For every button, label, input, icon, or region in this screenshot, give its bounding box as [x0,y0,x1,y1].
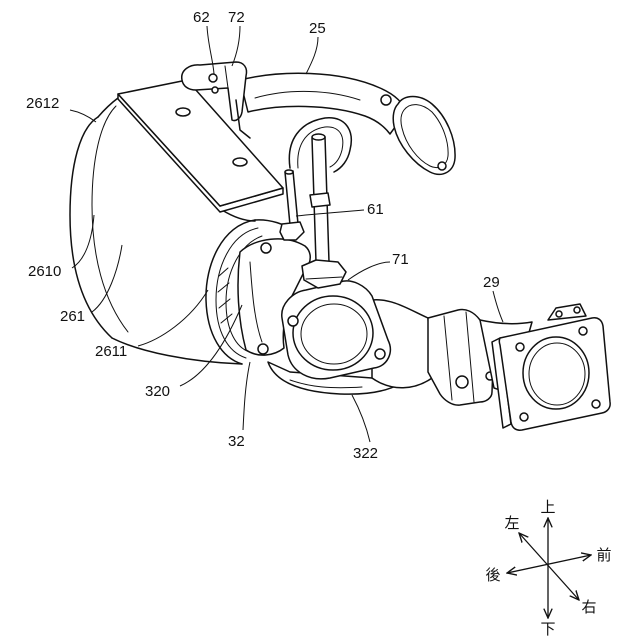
cylinder-top-edge-right [222,210,255,221]
inlet-opening-outer [293,296,373,370]
ref-numeral-71: 71 [392,251,409,268]
flange-sensor-bracket [548,304,586,320]
direction-front-label: 前 [596,546,611,564]
square-flange [492,304,610,430]
sensor-short-rod [285,171,298,225]
cylinder-end-cap-seam [92,106,128,332]
square-flange-opening [523,337,589,409]
rear-front-arrow [507,555,591,573]
plate-hole-upper [176,108,190,116]
square-flange-bolt-tl [516,343,524,351]
flange-sensor-bolt-left [556,311,562,317]
plate-hole-lower [233,158,247,166]
ref-numeral-320: 320 [145,383,170,400]
leader-29 [493,291,503,322]
ref-numeral-29: 29 [483,274,500,291]
leader-71 [348,262,390,280]
leader-32 [243,362,250,430]
pipe-25 [240,73,406,134]
square-flange-bolt-bl [520,413,528,421]
cylinder-left-end-outline [70,117,112,338]
square-flange-bolt-br [592,400,600,408]
sensor-short [280,170,304,240]
bracket-bolt-upper [209,74,217,82]
square-flange-bolt-tr [579,327,587,335]
leader-2611 [138,290,208,346]
ref-numeral-62: 62 [193,9,210,26]
direction-right-label: 右 [581,598,596,616]
ref-numeral-25: 25 [309,20,326,37]
leader-61 [296,210,364,216]
end-flange-bolt [438,162,446,170]
ref-numeral-2610: 2610 [28,263,61,280]
leader-2612 [70,110,96,122]
left-right-arrow [519,533,579,600]
clamp-bolt [456,376,468,388]
sensor-long-cap [312,134,325,140]
ref-numeral-2611: 2611 [95,343,127,360]
leader-320 [180,305,242,386]
pipe-25-end-flange [393,97,455,175]
sensor-long-collar [310,193,330,207]
flange-sensor-bolt-right [574,307,580,313]
pipe-25-body [240,73,406,134]
leader-322 [352,395,370,442]
ref-numeral-61: 61 [367,201,384,218]
direction-up-label: 上 [540,498,555,516]
leader-25 [306,37,318,74]
ref-numeral-72: 72 [228,9,245,26]
ref-numeral-32: 32 [228,433,245,450]
leader-72 [232,26,240,66]
inlet-flange [282,281,391,379]
sensor-short-cap [285,170,293,174]
inlet-flange-bolt-right [375,349,385,359]
sensor-long-hex-nut [302,260,346,288]
ref-numeral-2612: 2612 [26,95,59,112]
inlet-flange-bolt-left [288,316,298,326]
pipe-25-bolt [381,95,391,105]
housing-bolt-top [261,243,271,253]
sensor-short-hex [280,222,304,240]
direction-rear-label: 後 [485,566,500,584]
bracket-bolt-lower [212,87,218,93]
ref-numeral-322: 322 [353,445,378,462]
direction-indicator: 上 下 前 後 左 右 [485,498,611,638]
ref-numeral-261: 261 [60,308,85,325]
leader-2610 [72,215,94,268]
direction-down-label: 下 [540,620,555,638]
housing-bolt-bottom [258,344,268,354]
direction-left-label: 左 [504,514,519,532]
